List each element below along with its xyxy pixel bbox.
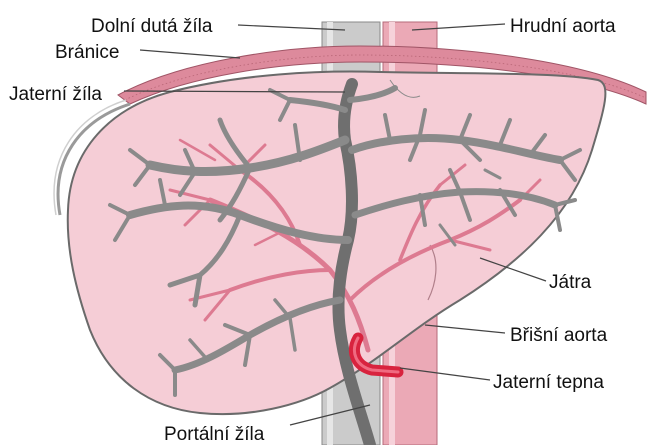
label-hepatic-artery: Jaterní tepna xyxy=(493,372,604,393)
label-liver: Játra xyxy=(549,272,592,293)
label-diaphragm: Bránice xyxy=(55,42,119,63)
label-ivc: Dolní dutá žíla xyxy=(91,16,213,37)
label-thoracic-aorta: Hrudní aorta xyxy=(510,16,616,37)
label-portal-vein: Portální žíla xyxy=(164,424,265,445)
label-hepatic-vein: Jaterní žíla xyxy=(9,84,102,105)
label-abdominal-aorta: Břišní aorta xyxy=(510,325,608,346)
leader-diaphragm xyxy=(140,50,240,58)
